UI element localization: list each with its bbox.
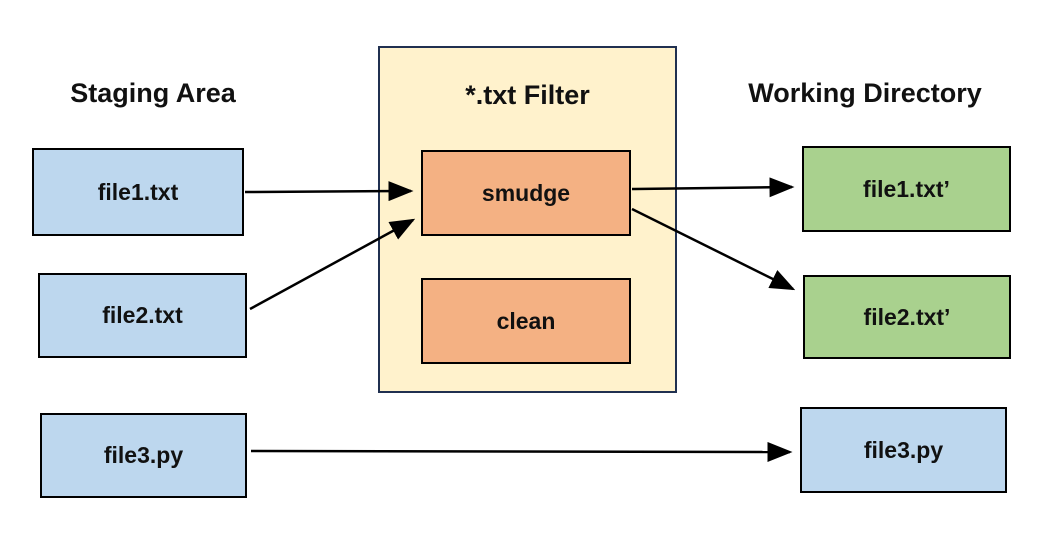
node-file1-working-label: file1.txt’ [863, 175, 950, 202]
node-file1-staging: file1.txt [32, 148, 244, 236]
node-smudge-filter: smudge [421, 150, 631, 236]
node-file3-working-label: file3.py [863, 436, 944, 463]
txt-filter-header: *.txt Filter [465, 80, 590, 110]
node-clean-filter: clean [421, 278, 631, 364]
node-clean-label: clean [496, 307, 556, 334]
node-file3-working: file3.py [800, 407, 1007, 493]
node-file1-staging-label: file1.txt [97, 178, 179, 205]
node-file2-working: file2.txt’ [803, 275, 1011, 359]
arrow-file3-staging-to-file3-working [250, 441, 793, 462]
node-file3-staging: file3.py [40, 413, 247, 498]
node-file2-staging-label: file2.txt [102, 302, 183, 328]
working-directory-header: Working Directory [748, 78, 982, 108]
node-smudge-label: smudge [481, 179, 571, 206]
staging-area-header: Staging Area [70, 78, 236, 108]
node-file3-staging-label: file3.py [103, 442, 184, 468]
node-file1-working: file1.txt’ [802, 146, 1011, 232]
node-file2-staging: file2.txt [38, 273, 247, 358]
node-file2-working-label: file2.txt’ [863, 303, 951, 330]
